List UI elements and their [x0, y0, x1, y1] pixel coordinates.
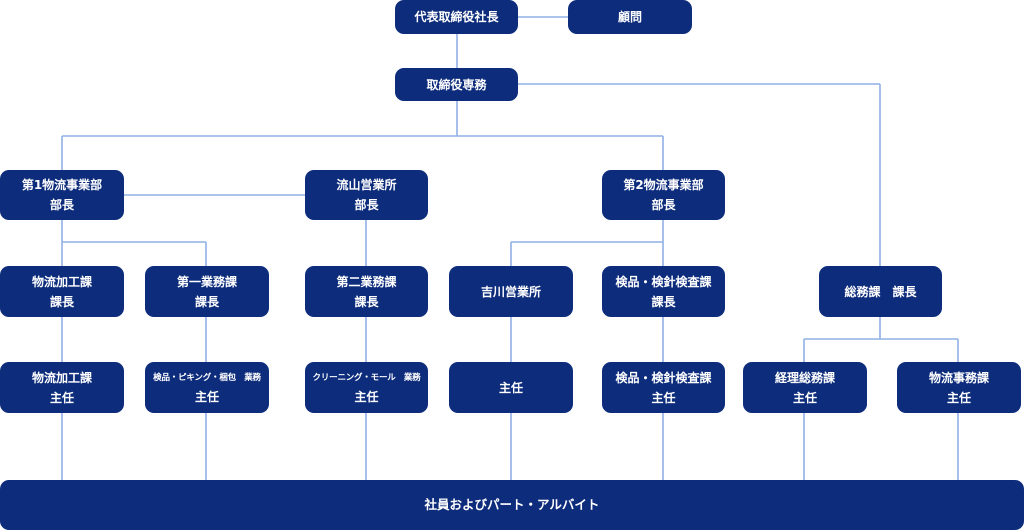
yoshikawa-chief-title: 主任 [498, 380, 523, 395]
business2-manager-box: 第二業務課 課長 [305, 266, 428, 317]
picking-chief-name: 検品・ピキング・梱包 業務 [153, 372, 261, 383]
picking-chief-title: 主任 [194, 389, 219, 404]
logistics-office-chief-box: 物流事務課 主任 [897, 362, 1021, 413]
yoshikawa-box: 吉川営業所 [449, 266, 573, 317]
logistics-office-chief-title: 主任 [946, 390, 971, 405]
nagareyama-title: 部長 [354, 198, 379, 212]
division2-box: 第2物流事業部 部長 [602, 170, 725, 220]
director-label: 取締役専務 [426, 77, 487, 92]
cleaning-chief-name: クリーニング・モール 業務 [312, 372, 421, 383]
logistics-chief-name: 物流加工課 [31, 370, 92, 385]
inspection-chief-name: 検品・検針検査課 [615, 370, 712, 385]
business2-manager-title: 課長 [354, 294, 379, 309]
ceo-label: 代表取締役社長 [414, 10, 499, 24]
logistics-manager-box: 物流加工課 課長 [0, 266, 124, 317]
nagareyama-name: 流山営業所 [336, 178, 397, 192]
nagareyama-box: 流山営業所 部長 [305, 170, 428, 220]
division1-box: 第1物流事業部 部長 [0, 170, 124, 220]
inspection-chief-title: 主任 [651, 390, 676, 405]
division1-name: 第1物流事業部 [21, 178, 103, 192]
business1-manager-name: 第一業務課 [176, 274, 237, 289]
inspection-chief-box: 検品・検針検査課 主任 [602, 362, 725, 413]
business1-manager-box: 第一業務課 課長 [145, 266, 269, 317]
logistics-chief-title: 主任 [49, 390, 74, 405]
business2-manager-name: 第二業務課 [336, 274, 397, 289]
general-affairs-manager-name: 総務課 課長 [844, 284, 917, 299]
business1-manager-title: 課長 [194, 294, 219, 309]
general-affairs-manager-box: 総務課 課長 [819, 266, 942, 317]
staff-label: 社員およびパート・アルバイト [424, 497, 600, 512]
cleaning-chief-box: クリーニング・モール 業務 主任 [305, 362, 428, 413]
logistics-manager-title: 課長 [49, 294, 74, 309]
accounting-chief-box: 経理総務課 主任 [743, 362, 867, 413]
yoshikawa-name: 吉川営業所 [480, 284, 541, 299]
ceo-box: 代表取締役社長 [395, 0, 518, 34]
staff-bar: 社員およびパート・アルバイト [0, 480, 1024, 530]
inspection-manager-box: 検品・検針検査課 課長 [602, 266, 725, 317]
yoshikawa-chief-box: 主任 [449, 362, 573, 413]
advisor-box: 顧問 [568, 0, 692, 34]
cleaning-chief-title: 主任 [354, 389, 379, 404]
logistics-office-chief-name: 物流事務課 [928, 370, 989, 385]
logistics-chief-box: 物流加工課 主任 [0, 362, 124, 413]
logistics-manager-name: 物流加工課 [31, 274, 92, 289]
inspection-manager-title: 課長 [651, 294, 676, 309]
division1-title: 部長 [49, 198, 74, 212]
division2-title: 部長 [651, 198, 676, 212]
accounting-chief-name: 経理総務課 [774, 370, 835, 385]
advisor-label: 顧問 [617, 10, 642, 24]
picking-chief-box: 検品・ピキング・梱包 業務 主任 [145, 362, 269, 413]
director-box: 取締役専務 [395, 68, 518, 101]
inspection-manager-name: 検品・検針検査課 [615, 274, 712, 289]
accounting-chief-title: 主任 [792, 390, 817, 405]
division2-name: 第2物流事業部 [623, 178, 704, 192]
